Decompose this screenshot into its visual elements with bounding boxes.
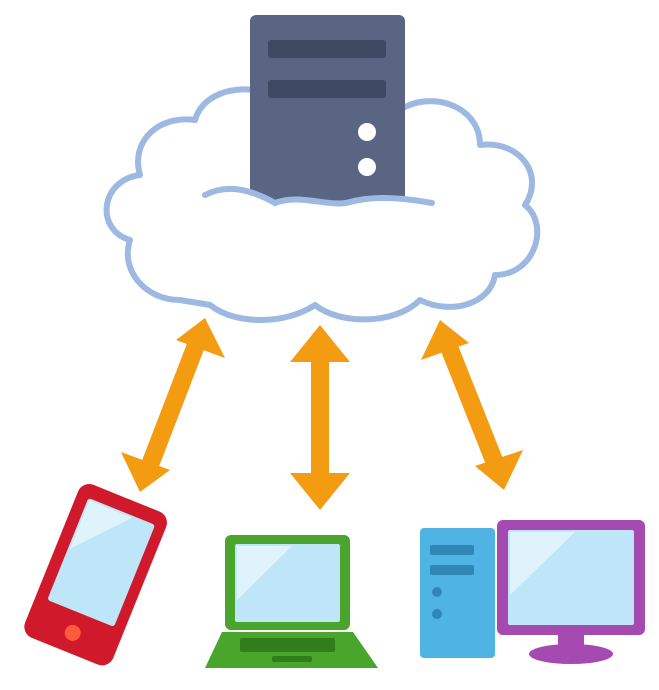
laptop-icon	[205, 535, 378, 668]
sync-arrow-right-icon	[421, 320, 523, 490]
server-icon	[200, 15, 435, 240]
desktop-monitor-icon	[497, 520, 645, 664]
sync-arrow-left-icon	[121, 318, 225, 492]
desktop-tower-icon	[420, 528, 495, 658]
smartphone-icon	[24, 484, 167, 666]
sync-arrow-center-icon	[290, 325, 350, 510]
